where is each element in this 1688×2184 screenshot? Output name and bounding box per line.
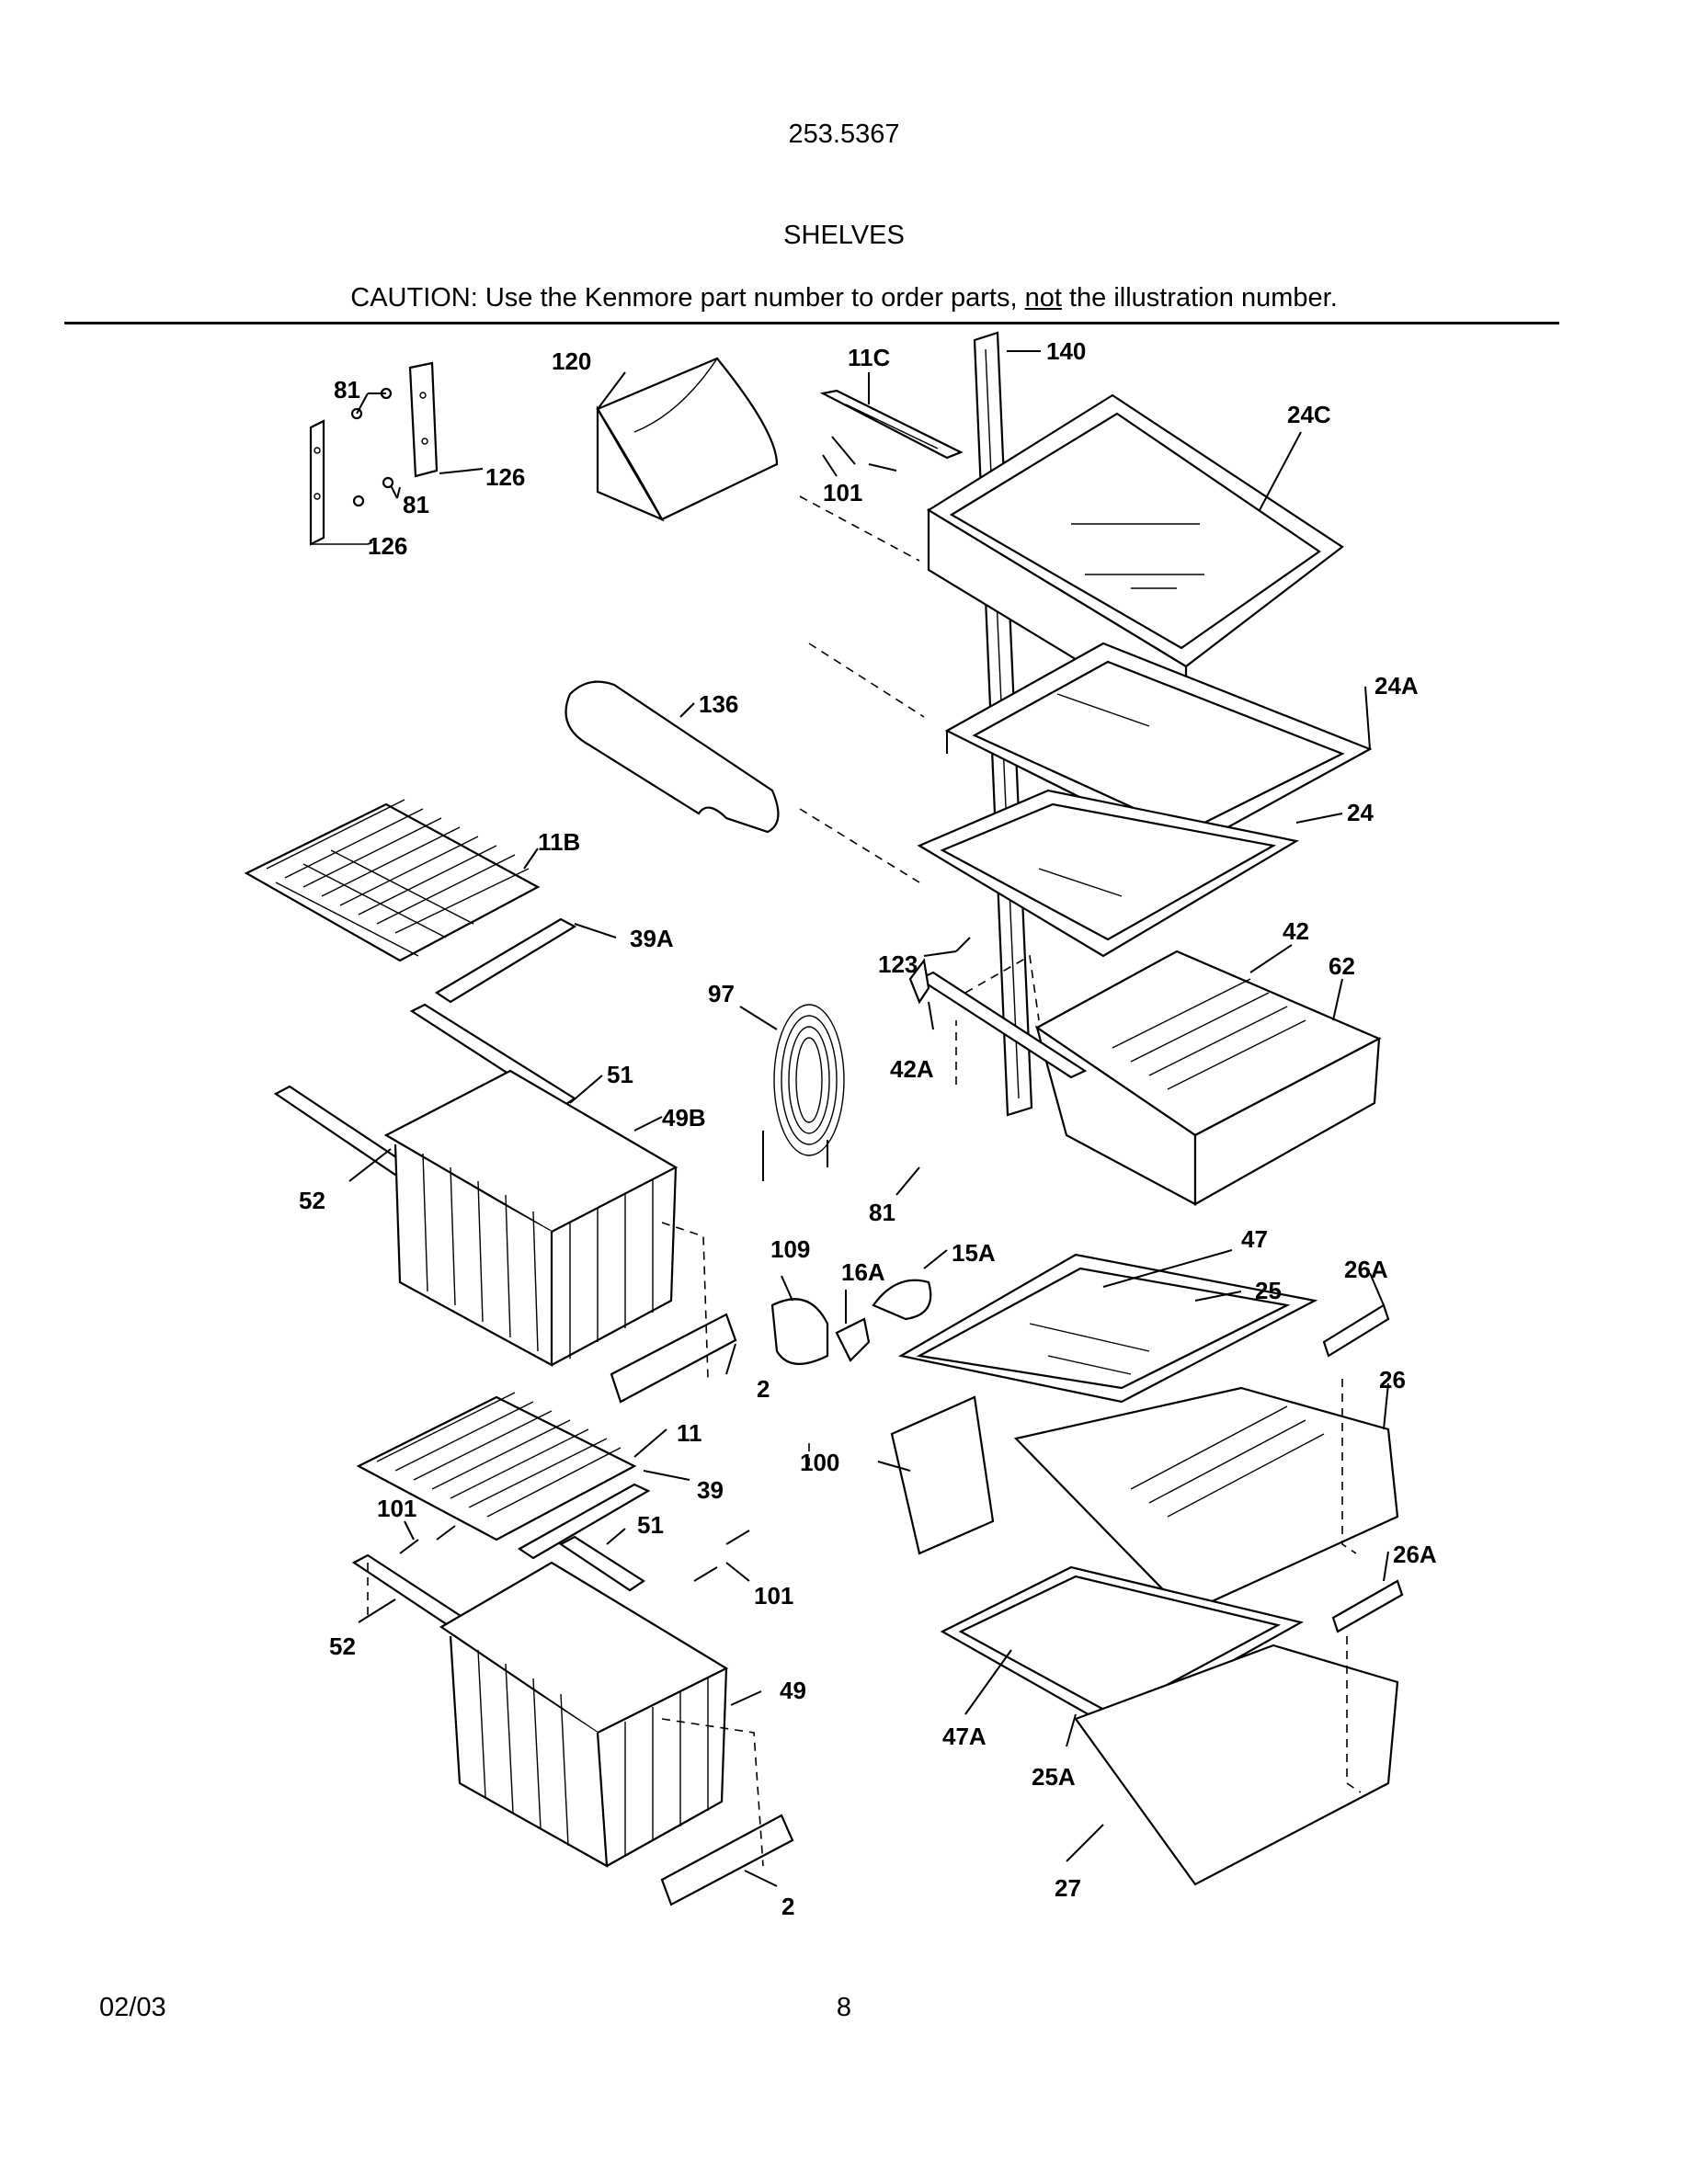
callout-47a: 47A: [942, 1723, 987, 1750]
callout-11c: 11C: [848, 344, 890, 371]
callout-109: 109: [770, 1235, 810, 1263]
callout-49: 49: [780, 1677, 806, 1704]
revision-date: 02/03: [99, 1993, 166, 2022]
door-shelf-136: [565, 680, 780, 834]
shelf-bracket-left: [309, 419, 368, 546]
callout-52-bottom: 52: [329, 1632, 356, 1660]
callout-27: 27: [1055, 1874, 1081, 1902]
caution-underlined-word: not: [1024, 283, 1062, 313]
page-number: 8: [836, 1993, 852, 2022]
drawer-slide-42a: [908, 958, 930, 1005]
crisper-drawer-26: [1013, 1386, 1399, 1615]
crisper-drawer-27: [1074, 1644, 1399, 1886]
callout-126-bottom: 126: [368, 532, 407, 560]
wire-basket-49: [439, 1561, 729, 1868]
callout-97: 97: [708, 980, 735, 1007]
callout-47: 47: [1241, 1225, 1268, 1253]
callout-labels: 81 120 11C 140 24C 126 81 126 101 136 24…: [299, 337, 1437, 1920]
shelf-bracket-right: [408, 361, 439, 478]
alignment-lines: [367, 495, 1362, 1867]
callout-42: 42: [1283, 917, 1309, 945]
callout-24: 24: [1347, 799, 1374, 826]
callout-42a: 42A: [890, 1055, 934, 1083]
leader-lines: [348, 350, 1389, 1887]
crisper-support-26a-bottom: [1331, 1579, 1404, 1633]
callout-120: 120: [552, 347, 591, 375]
screw-101-top: [831, 436, 897, 472]
basket-rail-51-bottom: [558, 1535, 646, 1592]
wire-shelf-11: [356, 1392, 637, 1541]
callout-51-bottom: 51: [637, 1511, 664, 1539]
basket-trim-2-bottom: [660, 1814, 794, 1906]
callout-51-top: 51: [607, 1061, 633, 1088]
callout-101-top: 101: [823, 479, 862, 506]
callout-11b: 11B: [538, 828, 580, 856]
screw-123: [955, 937, 971, 952]
callout-25a: 25A: [1032, 1763, 1076, 1791]
shelf-24: [917, 789, 1300, 958]
crisper-cover-25: [897, 1253, 1318, 1404]
caution-prefix: CAUTION: Use the Kenmore part number to …: [350, 283, 1025, 313]
socket-16a: [835, 1317, 871, 1362]
callout-126-top: 126: [485, 463, 525, 491]
divider-100: [890, 1395, 995, 1555]
heater-coil-97: [762, 1004, 845, 1181]
basket-trim-2-top: [610, 1313, 737, 1404]
callout-16a: 16A: [841, 1258, 885, 1286]
callout-100: 100: [800, 1449, 839, 1476]
callout-26a-top: 26A: [1344, 1256, 1388, 1283]
callout-11: 11: [677, 1419, 702, 1447]
callout-136: 136: [699, 690, 738, 718]
callout-123: 123: [878, 950, 918, 978]
callout-62: 62: [1329, 952, 1355, 980]
callout-81-mid: 81: [403, 491, 429, 518]
caution-note: CAUTION: Use the Kenmore part number to …: [0, 283, 1688, 313]
shelf-trim-39a: [434, 917, 577, 1004]
drawer-rail-42: [917, 971, 1088, 1079]
drawer-62: [1034, 950, 1382, 1206]
callout-101-bottom: 101: [754, 1582, 793, 1610]
callout-24c: 24C: [1287, 401, 1331, 428]
callout-2-bottom: 2: [781, 1893, 794, 1920]
shelf-support-11c: [819, 389, 964, 460]
callout-39: 39: [697, 1476, 724, 1504]
callout-26: 26: [1379, 1366, 1406, 1393]
callout-2-top: 2: [757, 1375, 770, 1403]
callout-52-top: 52: [299, 1187, 325, 1214]
callout-101-mid: 101: [377, 1495, 416, 1522]
light-cover-109: [770, 1298, 829, 1365]
callout-49b: 49B: [662, 1104, 706, 1132]
caution-suffix: the illustration number.: [1061, 283, 1338, 313]
model-number: 253.5367: [788, 119, 900, 149]
callout-140: 140: [1046, 337, 1086, 365]
callout-25: 25: [1255, 1277, 1282, 1304]
crisper-cover-25a: [940, 1565, 1304, 1730]
callout-26a-bottom: 26A: [1393, 1541, 1437, 1568]
wire-basket-49b: [383, 1069, 679, 1367]
bulb-15a: [872, 1279, 932, 1321]
callout-15a: 15A: [952, 1239, 996, 1267]
header-rule: [64, 322, 1559, 324]
callout-24a: 24A: [1374, 672, 1419, 700]
screw-81-pair: [350, 387, 394, 507]
callout-81-top: 81: [334, 376, 360, 404]
shelf-trim-39: [517, 1483, 651, 1560]
callout-39a: 39A: [630, 925, 674, 952]
door-bin-120: [596, 357, 779, 522]
screw-101-mid: [399, 1525, 456, 1554]
callout-81-bottom: 81: [869, 1199, 895, 1226]
wire-shelf-11b: [244, 799, 541, 962]
crisper-support-26a-top: [1322, 1303, 1390, 1358]
section-title: SHELVES: [783, 221, 905, 250]
screw-101-bottom: [693, 1530, 750, 1582]
